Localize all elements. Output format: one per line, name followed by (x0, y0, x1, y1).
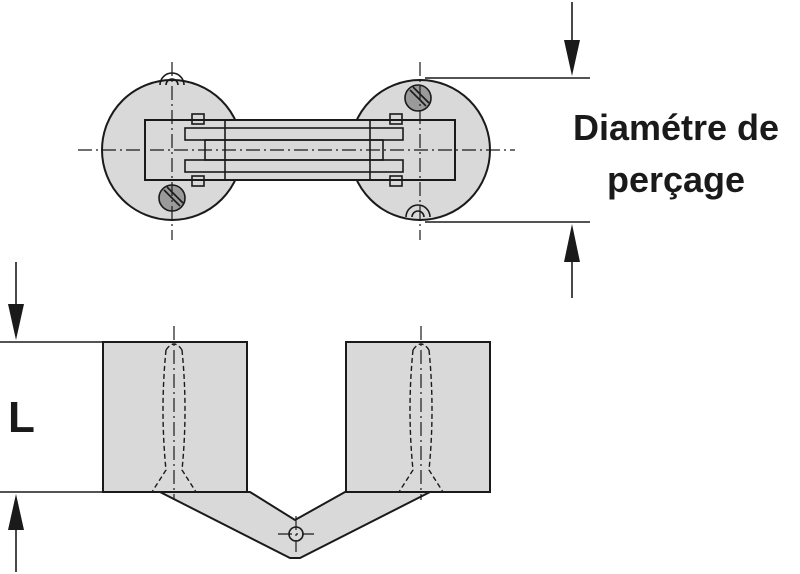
arrow-down-icon (8, 304, 24, 340)
right-block (345, 341, 491, 493)
bent-link-plate (159, 491, 431, 559)
diameter-label-line2: perçage (607, 159, 745, 200)
diameter-label-line1: Diamétre de (573, 107, 779, 148)
length-label: L (8, 393, 35, 442)
right-notch (405, 204, 431, 218)
top-view (78, 62, 515, 240)
arrow-up-icon (8, 494, 24, 530)
arrow-up-icon (564, 224, 580, 262)
left-block (102, 341, 248, 493)
length-dimension (0, 262, 103, 572)
screw-icon (404, 84, 432, 112)
diameter-dimension (425, 2, 590, 298)
arrow-down-icon (564, 40, 580, 76)
side-view (102, 326, 491, 559)
